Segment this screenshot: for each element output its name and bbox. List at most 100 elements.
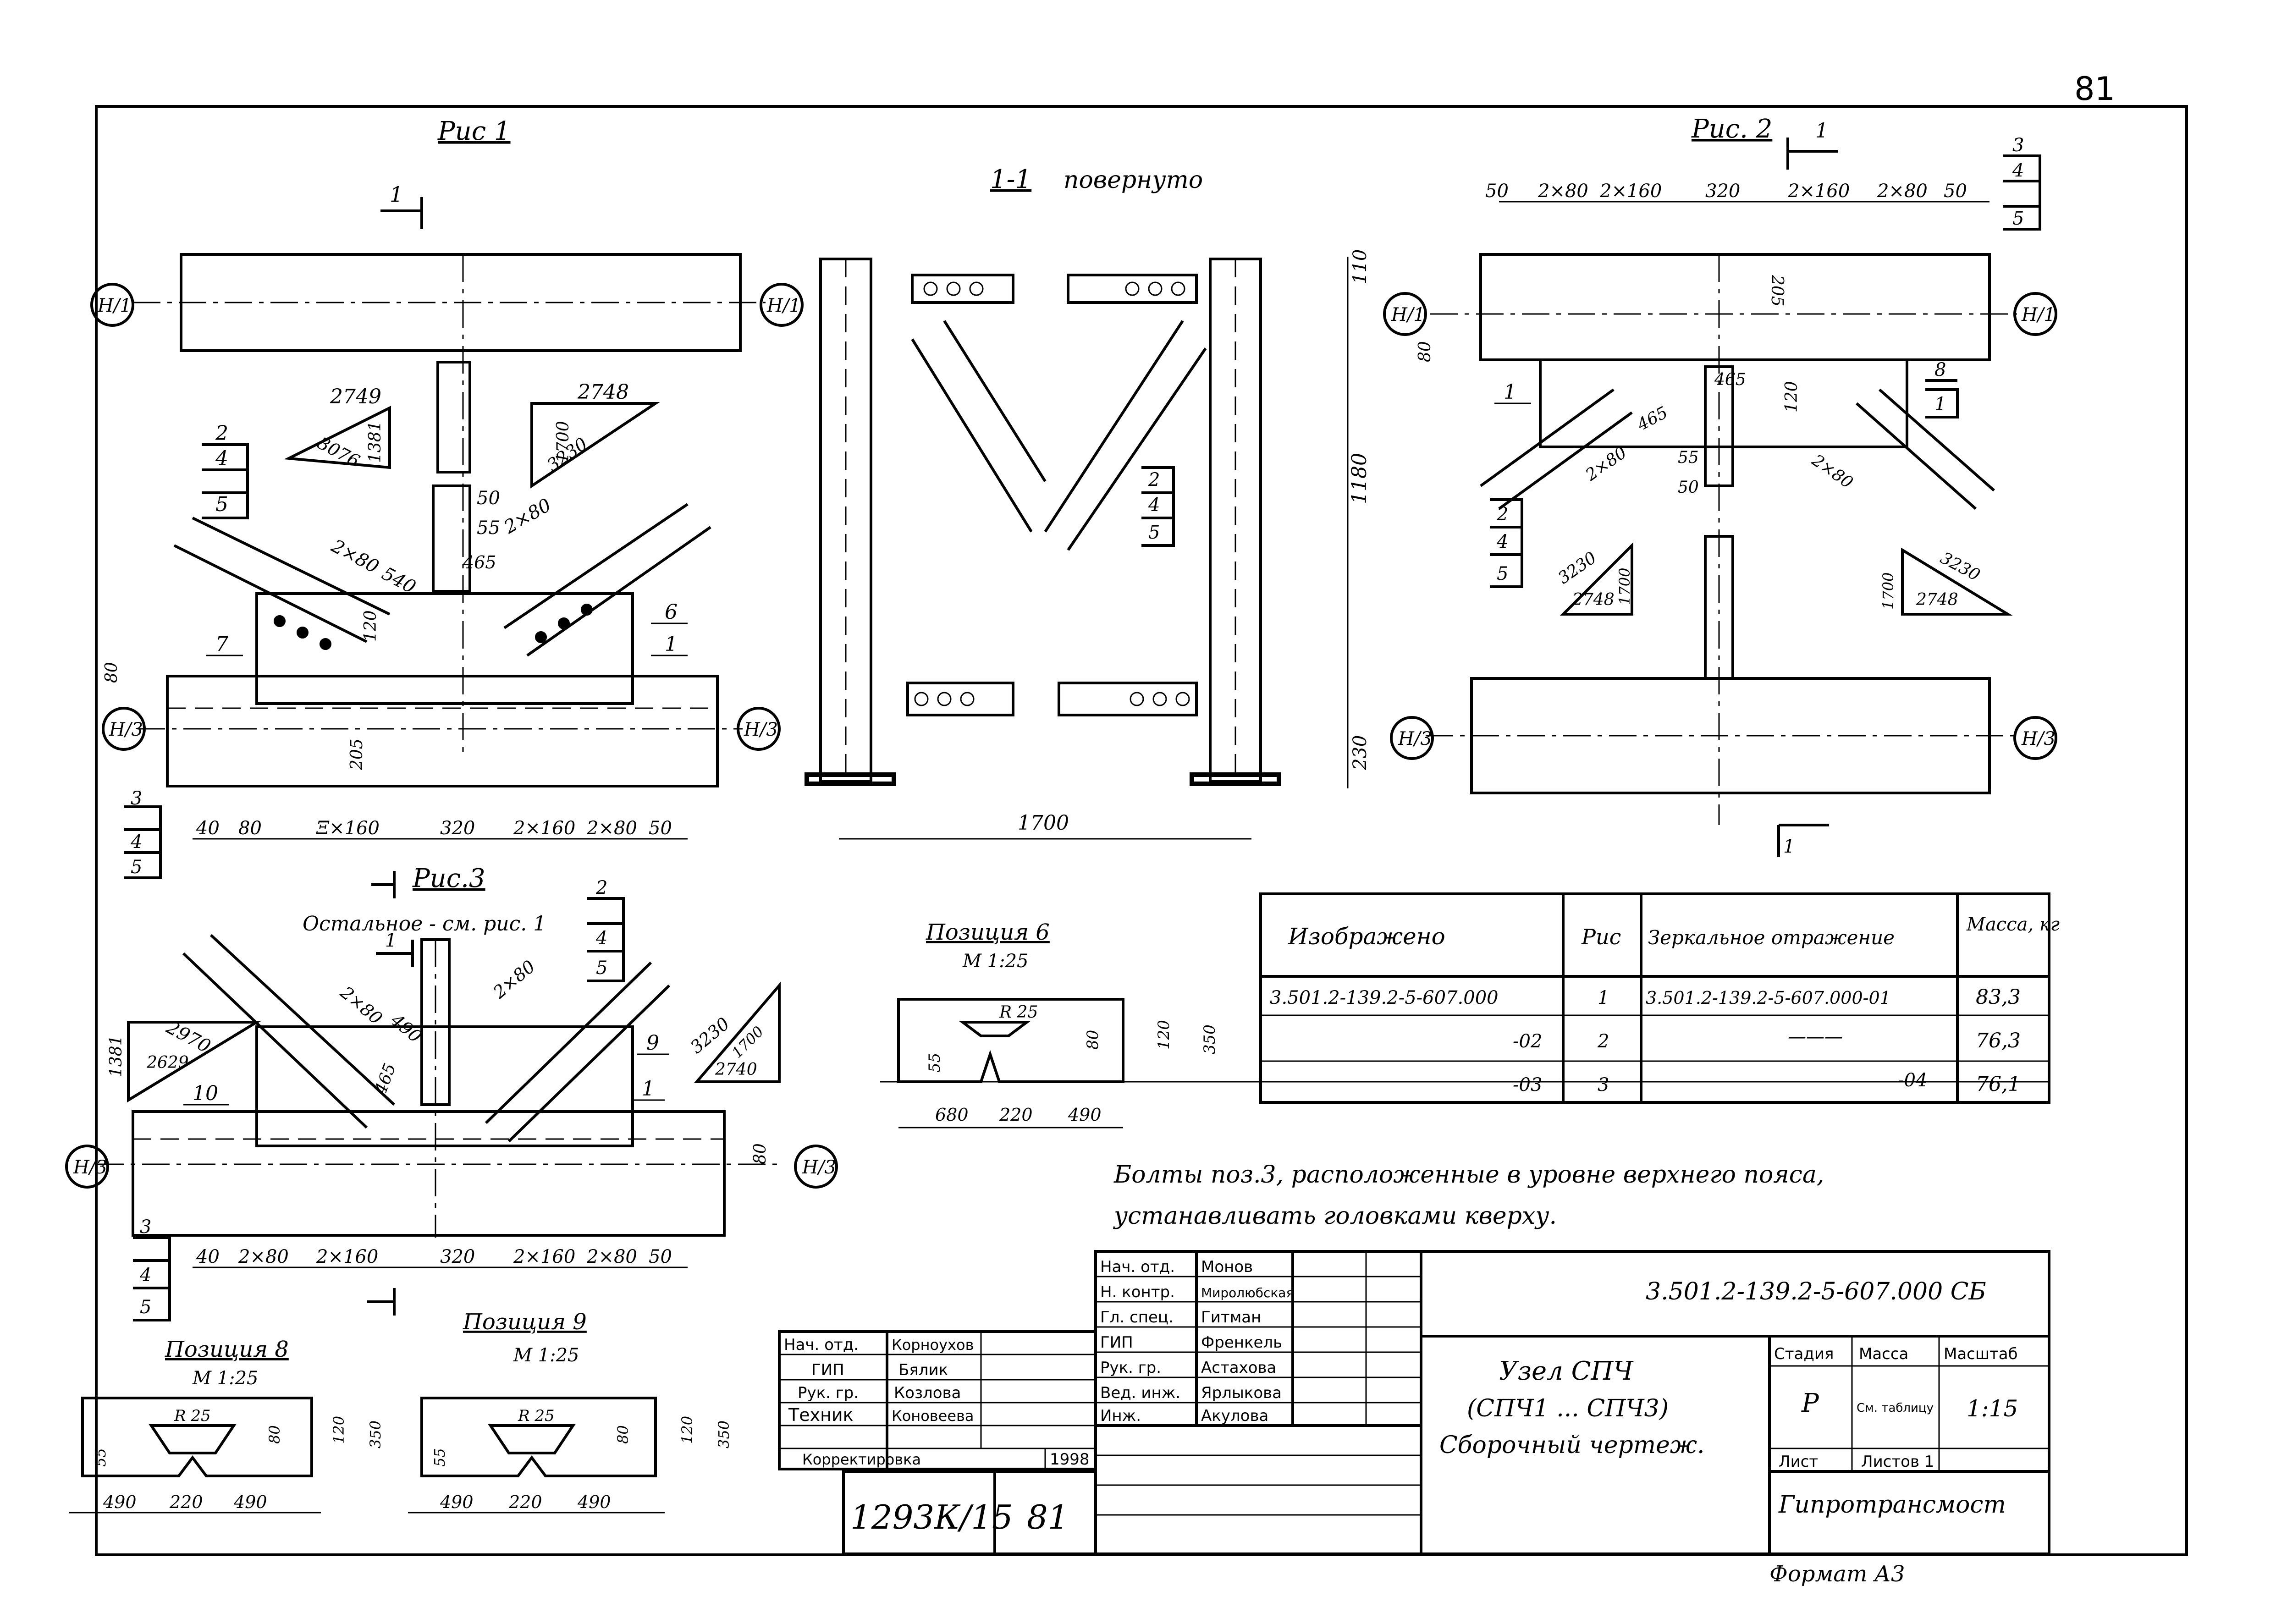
tb-l-name-1: Бялик (898, 1361, 948, 1379)
section-callout-4: 4 (1148, 495, 1160, 516)
tb-l-role-3: Техник (788, 1405, 854, 1425)
tb-r-role-5: Вед. инж. (1100, 1384, 1180, 1402)
fig1-slope-left-top: 2749 (330, 385, 381, 408)
section-dim-230: 230 (1350, 735, 1371, 771)
position-6: Позиция 6 М 1:25 R 25 55 80 120 350 680 … (880, 919, 1219, 1129)
fig2-callout-1: 1 (1504, 380, 1516, 404)
fig2-dim-2x160-r: 2×160 (1787, 181, 1850, 202)
tb-scale-label: Масштаб (1944, 1345, 2018, 1363)
p8-dim-55: 55 (92, 1448, 109, 1467)
tb-r-role-1: Н. контр. (1100, 1283, 1175, 1301)
figure-1: Рис 1 1 Н/1 Н/1 2749 3076 1381 2748 3230… (90, 116, 804, 879)
tb-stage-label: Стадия (1774, 1345, 1834, 1363)
fig1-dim-55: 55 (477, 517, 500, 539)
fig2-dim-50b: 50 (1678, 478, 1699, 497)
fig3-diagonal-left (182, 934, 396, 1129)
fig2-callout-4b: 4 (1496, 531, 1508, 552)
tb-r-name-4: Астахова (1201, 1359, 1276, 1377)
fig2-callout-1r: 8 (1934, 359, 1946, 380)
fig1-dim-120: 120 (361, 610, 380, 642)
fig3-dim-2x80r: 2×80 (489, 956, 539, 1002)
fig1-slope-right-top: 2748 (577, 380, 629, 404)
fig1-callout-1: 1 (665, 633, 678, 656)
fig3-note: Остальное - см. рис. 1 (303, 912, 546, 936)
fig1-grid-bottom-left: Н/3 (109, 719, 143, 740)
p6-scale: М 1:25 (962, 951, 1029, 972)
p6-title: Позиция 6 (926, 919, 1050, 945)
fig3-dim-490: 490 (386, 1010, 425, 1047)
p9-dim-80: 80 (614, 1425, 632, 1444)
tb-name-1: Узел СПЧ (1499, 1356, 1634, 1386)
tb-l-name-2: Козлова (894, 1384, 961, 1402)
fig2-diagonal-right (1856, 388, 1995, 510)
fig3-slope-left (127, 1021, 262, 1103)
fig3-slope-right-hyp: 2740 (715, 1060, 757, 1079)
fig2-dim-55: 55 (1678, 448, 1699, 467)
fig3-gusset (255, 1025, 634, 1147)
tb-org: Гипротрансмост (1778, 1491, 2006, 1519)
p6-dim-680: 680 (935, 1105, 969, 1125)
tb-r-role-3: ГИП (1100, 1333, 1133, 1352)
fig3-section-mark: 1 (385, 930, 397, 951)
tb-r-name-1: Миролюбская (1201, 1285, 1294, 1300)
fig1-callout-4: 4 (215, 447, 228, 470)
fig1-slope-right (530, 402, 660, 489)
p8-dim-490: 490 (103, 1492, 137, 1512)
table-r2-c4: 76,3 (1976, 1029, 2021, 1052)
fig2-gusset (1539, 358, 1908, 448)
fig1-callout-6: 6 (665, 600, 678, 624)
tb-l-role-4: Корректировка (802, 1451, 921, 1468)
fig3-dim-80: 80 (751, 1143, 770, 1164)
p8-dim-120: 120 (330, 1416, 347, 1444)
fig1-dim-205: 205 (347, 738, 366, 771)
fig1-dim-3x160: Ξ×160 (316, 818, 380, 839)
fig1-callout-7: 7 (215, 633, 228, 656)
fig1-callout-5b: 5 (131, 857, 142, 878)
tb-l-name-4: 1998 (1050, 1450, 1090, 1469)
p8-dim-350: 350 (367, 1420, 384, 1448)
fig3-dim-465: 465 (371, 1061, 400, 1097)
fig3-slope-right-side: 1700 (728, 1023, 767, 1061)
fig3-callout-2: 2 (595, 877, 607, 898)
section-callout-5: 5 (1148, 522, 1160, 543)
fig3-grid-left: Н/3 (73, 1157, 107, 1178)
fig1-section-mark: 1 (390, 182, 403, 207)
fig2-callout-3: 3 (2012, 135, 2024, 156)
section-callout-2: 2 (1148, 469, 1160, 490)
fig1-dim-2x80b: 2×80 (586, 818, 637, 839)
fig1-dim-2x80: 2×80 (327, 535, 382, 578)
fig1-dim-50: 50 (477, 488, 500, 509)
section-dim-1700: 1700 (1018, 811, 1069, 835)
fig3-callout-9: 9 (646, 1031, 659, 1055)
fig3-callout-4: 4 (595, 928, 607, 949)
fig3-slope-left-hyp: 2629 (146, 1053, 189, 1072)
p9-dim-490: 490 (440, 1492, 474, 1512)
tb-r-name-3: Френкель (1201, 1333, 1282, 1352)
fig2-grid-left: Н/1 (1391, 304, 1425, 325)
fig2-callout-5b: 5 (1497, 563, 1508, 584)
table-r3-c4: 76,1 (1976, 1073, 2021, 1096)
p8-title: Позиция 8 (165, 1337, 289, 1362)
p6-dim-120: 120 (1155, 1020, 1173, 1050)
note-line-2: устанавливать головками кверху. (1113, 1202, 1557, 1230)
fig2-upper-chord (1479, 253, 1991, 361)
p8-dim-490r: 490 (233, 1492, 267, 1512)
fig2-slope-right-hyp: 2748 (1916, 590, 1958, 609)
fig2-slope-left-hyp: 2748 (1572, 590, 1615, 609)
fig2-dim-205: 205 (1768, 275, 1786, 307)
p6-dim-220: 220 (999, 1105, 1033, 1125)
tb-inventory: 1293К/15 (850, 1498, 1013, 1536)
fig1-slope-right-side: 1700 (554, 421, 573, 463)
p6-radius: R 25 (999, 1003, 1038, 1022)
fig2-callout-8: 1 (1934, 394, 1946, 415)
fig3-callout-1: 1 (642, 1077, 655, 1101)
fig2-diagonal-left (1480, 388, 1633, 510)
p9-dim-350: 350 (715, 1420, 733, 1448)
table-r2-c1: -02 (1513, 1031, 1542, 1052)
fig2-dim-80: 80 (1416, 341, 1434, 362)
tb-r-name-0: Монов (1201, 1258, 1253, 1276)
position-9: Позиция 9 М 1:25 R 25 55 80 120 350 490 … (408, 1309, 733, 1514)
p9-radius: R 25 (518, 1407, 555, 1425)
fig3-lower-chord (132, 1110, 726, 1237)
